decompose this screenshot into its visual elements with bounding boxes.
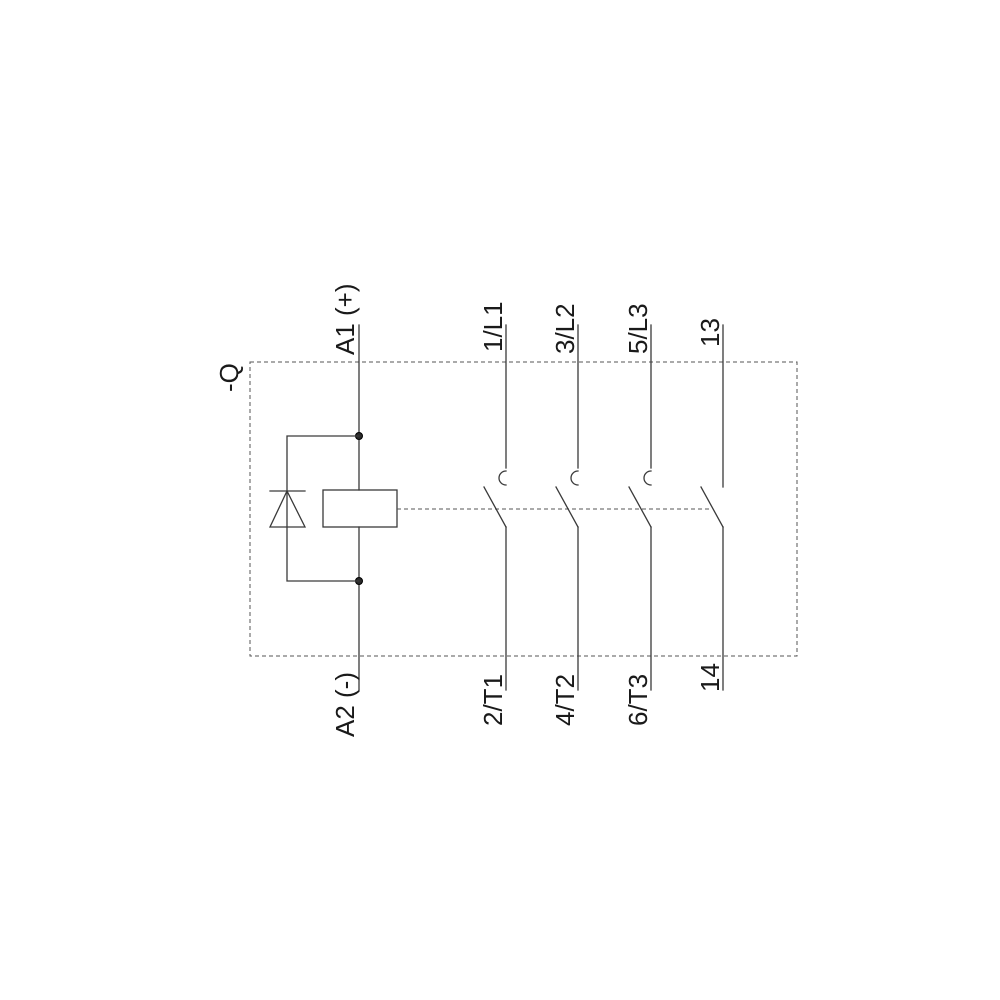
main-contact-1 xyxy=(483,324,507,691)
main-contact-2-line-label: 3/L2 xyxy=(550,303,580,354)
main-contact-2-arc-quench xyxy=(570,470,579,486)
suppressor-conductor xyxy=(286,435,360,582)
main-contact-2-load-label: 4/T2 xyxy=(550,674,580,726)
coil-terminal-a2-label: A2 (-) xyxy=(330,672,360,737)
main-contact-2 xyxy=(555,324,579,691)
coil-terminal-a1-label: A1 (+) xyxy=(330,283,360,355)
main-contact-3-line-label: 5/L3 xyxy=(623,303,653,354)
aux-contact-blade xyxy=(700,486,724,528)
main-contact-3-load-label: 6/T3 xyxy=(623,674,653,726)
main-contact-1-blade xyxy=(483,486,507,528)
device-boundary xyxy=(249,361,798,657)
diode-icon xyxy=(268,489,307,528)
aux-contact-bottom-label: 14 xyxy=(695,663,725,692)
main-contact-1-line-label: 1/L1 xyxy=(478,301,508,352)
main-contact-3 xyxy=(628,324,652,691)
coil-symbol xyxy=(322,489,398,528)
main-contact-3-arc-quench xyxy=(643,470,652,486)
main-contact-1-load-label: 2/T1 xyxy=(478,674,508,726)
aux-contact xyxy=(700,324,724,691)
device-tag-label: -Q xyxy=(214,363,244,392)
main-contact-2-blade xyxy=(555,486,579,528)
aux-contact-top-label: 13 xyxy=(695,318,725,347)
main-contact-1-arc-quench xyxy=(498,470,507,486)
main-contact-3-blade xyxy=(628,486,652,528)
